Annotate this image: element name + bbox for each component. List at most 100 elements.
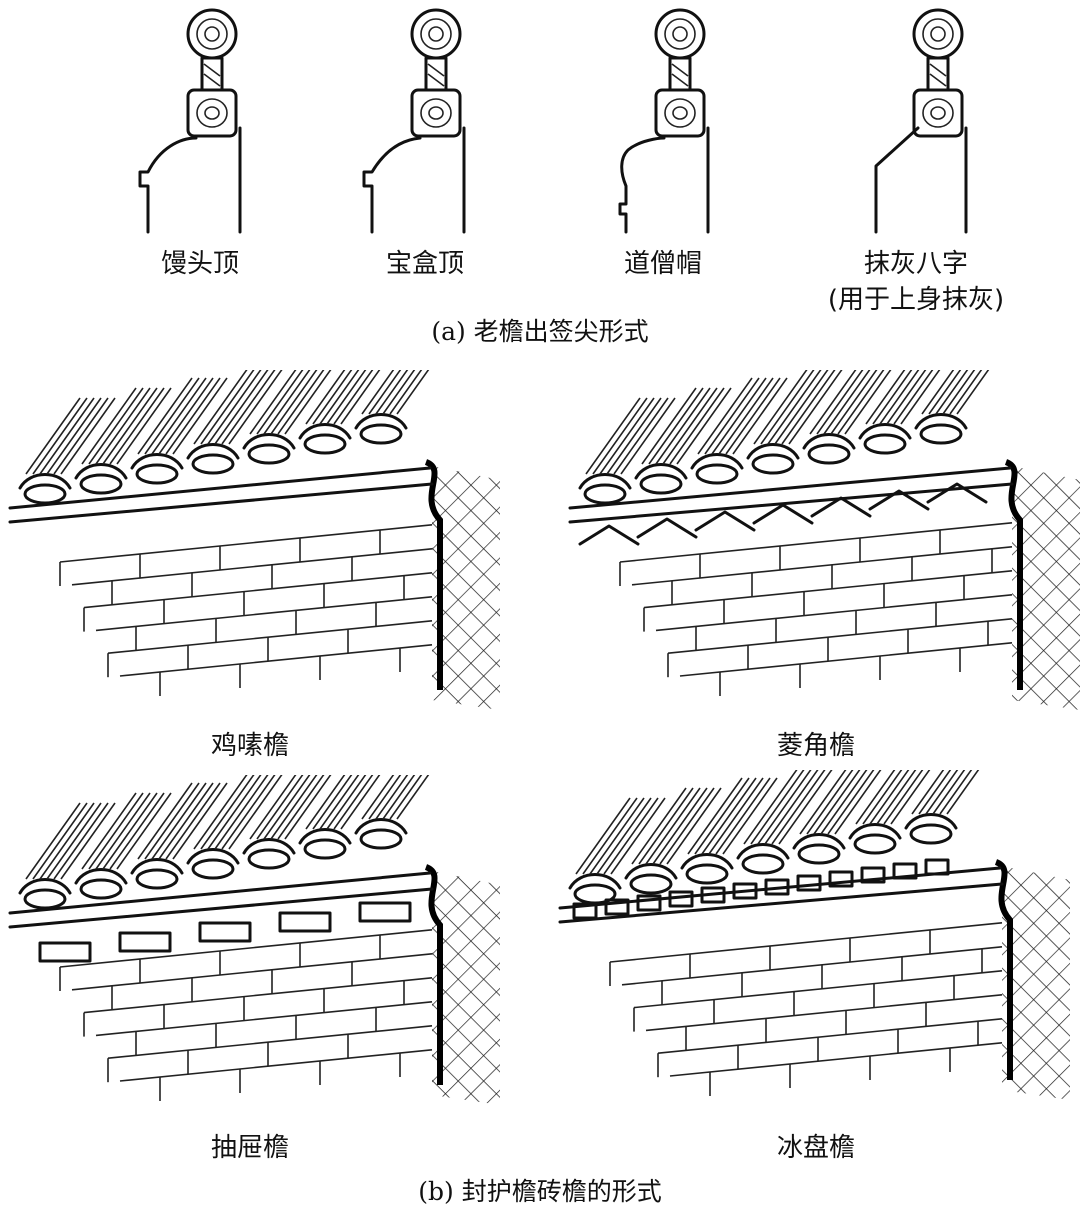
tile-stripe — [382, 370, 416, 415]
tile-stripe — [25, 397, 81, 475]
tile-end — [741, 853, 785, 875]
rafter-ring — [428, 26, 444, 42]
tile-stripe — [893, 370, 934, 425]
tile-stripe — [389, 775, 423, 820]
tile-end — [807, 443, 851, 465]
drawer-brick — [198, 921, 252, 943]
tile-stripe — [697, 377, 753, 455]
tile-curve — [242, 433, 296, 450]
tile-stripe — [375, 370, 409, 415]
tile-stripe — [879, 370, 920, 425]
tile-stripe — [935, 370, 969, 415]
tile-curve — [568, 873, 622, 890]
icetray-brick — [700, 886, 726, 904]
tile-stripe — [743, 770, 798, 845]
tile-stripe — [109, 387, 165, 465]
tile-stripe — [638, 787, 694, 865]
tile-end — [909, 823, 953, 845]
brick-course — [655, 594, 1013, 632]
tile-stripe — [767, 370, 822, 445]
wall-profile — [138, 126, 242, 234]
profile-drawing — [362, 8, 466, 234]
side-wall-hatch — [1012, 466, 1080, 710]
tile-stripe — [81, 792, 137, 870]
tile-stripe — [39, 397, 95, 475]
brick-course — [59, 524, 433, 563]
brick-course — [619, 522, 1013, 563]
rafter-ring — [672, 26, 688, 42]
brick-course — [107, 620, 433, 654]
square-rafter-end — [654, 88, 706, 138]
wood-grain — [420, 98, 452, 128]
tile-curve — [904, 813, 958, 830]
tile-stripe — [340, 775, 381, 830]
tile-curve — [186, 443, 240, 460]
tile-stripe — [158, 377, 214, 455]
tile-stripe — [620, 397, 676, 475]
tile-end — [191, 858, 235, 880]
drawer-brick — [358, 901, 412, 923]
brick-course — [667, 618, 1013, 654]
brick-course — [83, 572, 433, 609]
tile-stripe — [193, 775, 248, 850]
tile-end — [639, 473, 683, 495]
tile-stripe — [319, 370, 360, 425]
tile-stripe — [844, 370, 892, 435]
tile-curve — [680, 853, 734, 870]
tile-stripe — [221, 775, 276, 850]
tile-stripe — [655, 387, 711, 465]
square-rafter-end — [912, 88, 964, 138]
tile-stripe — [256, 370, 304, 435]
roof-tiles — [578, 370, 990, 505]
tile-stripe — [396, 370, 430, 415]
tile-stripe — [725, 377, 781, 455]
rafter-ring — [922, 18, 954, 50]
tile-stripe — [256, 775, 304, 840]
rafter-end-circle — [186, 8, 238, 60]
eave-label-bingpan: 冰盘檐 — [776, 1133, 855, 1163]
neck-hatch — [427, 63, 445, 87]
tile-stripe — [200, 775, 255, 850]
tile-curve — [914, 413, 968, 430]
profile-sublabel-mohui: (用于上身抹灰) — [827, 285, 1005, 315]
tile-curve — [802, 433, 856, 450]
tile-stripe — [277, 775, 325, 840]
brick-course — [645, 994, 1003, 1032]
tile-stripe — [144, 782, 200, 860]
roof-tiles — [18, 775, 430, 910]
brick-course — [119, 644, 433, 677]
tile-stripe — [249, 775, 297, 840]
tile-stripe — [326, 370, 367, 425]
tile-end — [23, 483, 67, 505]
tile-stripe — [932, 770, 966, 815]
tile-stripe — [312, 775, 353, 830]
brick-course — [643, 570, 1013, 609]
tile-stripe — [39, 802, 95, 880]
tile-stripe — [263, 775, 311, 840]
rafter-ring — [664, 18, 696, 50]
tile-stripe — [827, 770, 875, 835]
tile-stripe — [837, 370, 885, 435]
tile-stripe — [333, 370, 374, 425]
tile-end — [919, 423, 963, 445]
wood-grain — [204, 106, 220, 120]
tile-stripe — [46, 397, 102, 475]
wall-profile — [618, 126, 710, 234]
tile-curve — [624, 863, 678, 880]
tile-stripe — [753, 370, 808, 445]
tile-stripe — [172, 782, 228, 860]
tile-stripe — [823, 370, 871, 435]
tile-stripe — [589, 797, 645, 875]
tile-curve — [736, 843, 790, 860]
tile-stripe — [32, 397, 88, 475]
tile-stripe — [582, 797, 638, 875]
tile-stripe — [102, 792, 158, 870]
tile-stripe — [270, 370, 318, 435]
tile-stripe — [648, 387, 704, 465]
tile-curve — [18, 473, 72, 490]
tile-stripe — [778, 770, 833, 845]
tile-stripe — [865, 370, 906, 425]
tile-stripe — [645, 787, 701, 865]
tile-stripe — [760, 370, 815, 445]
cornice-line — [8, 482, 434, 524]
